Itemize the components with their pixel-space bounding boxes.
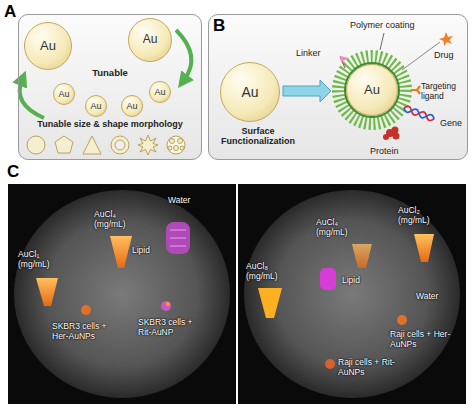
ct-body [14,190,230,398]
protein-blob [392,127,399,134]
figure-label: Targeting ligand [421,82,467,102]
particle-label: Au [126,101,137,111]
gene-helix [403,105,435,122]
lipid-sample [166,222,190,254]
gold-nanoparticle: Au [220,62,280,122]
cycle-arrow [176,30,191,80]
panel-letter: A [4,2,16,22]
gold-nanoparticle: Au [24,22,72,70]
particle-label: Au [143,33,158,47]
protein-symbol [383,127,400,141]
figure-label: Drug [434,50,454,60]
figure-label: Gene [440,118,462,128]
particle-label: Au [154,87,165,97]
figure-label: SKBR3 cells + Rit-AuNP [138,318,208,338]
figure-label: Water [168,196,190,206]
cycle-arrow [20,80,44,118]
polymer-coating [339,57,405,123]
gold-nanoparticle: Au [149,81,171,103]
figure-label: AuCl₄ (mg/mL) [316,218,360,238]
cell-sample [81,305,91,315]
figure-label: SKBR3 cells + Her-AuNPs [52,322,122,342]
figure-label: Lipid [342,276,360,286]
gene-helix [403,105,435,122]
figure-label: Polymer coating [350,20,415,30]
figure-label: AuCl₈ (mg/mL) [246,262,290,282]
figure-label: Protein [370,146,399,156]
ct-image [238,184,466,404]
panel-letter: B [213,16,225,36]
protein-blob [393,133,400,140]
gold-nanoparticle: Au [85,95,107,117]
cluster-dot [174,146,179,151]
cluster-dot [170,139,175,144]
panel-ground [18,14,202,160]
ring-hole [115,140,125,150]
linker-flag [340,56,349,62]
panel-ground [208,14,468,160]
cell-sample [166,302,170,306]
cell-sample [161,301,171,311]
figure-label: C [7,162,19,182]
ct-image [8,184,236,404]
particle-label: Au [58,89,69,99]
figure-label: Tunable [86,68,134,79]
cell-sample [397,315,407,325]
figure-label: Raji cells + Her-AuNPs [390,330,456,350]
sample-tube [414,234,434,262]
lipid-stripes [170,230,186,246]
ring-shape [111,136,129,154]
figure-label: Surface Functionalization [212,126,304,147]
figure-label: Tunable size & shape morphology [22,119,198,129]
figure-label: Lipid [132,246,150,256]
figure-label: Water [416,292,438,302]
figure-label: Linker [296,48,321,58]
sample-tube [110,236,132,268]
ligand-symbol [411,86,420,94]
ct-body [244,190,460,398]
process-arrow [283,80,331,102]
cell-sample [325,359,335,369]
gold-nanoparticle: Au [121,95,143,117]
star-shape [138,135,158,155]
gold-nanoparticle: Au [128,18,172,62]
drug-symbol [439,32,453,46]
figure-label: AuCl₁ (mg/mL) [18,250,62,270]
sample-tube [352,244,372,268]
shape-row [27,135,185,155]
cluster-shape [167,136,185,154]
figure-label: AuCl₂ (mg/mL) [398,206,442,226]
sphere-shape [27,136,45,154]
cluster-dot [168,146,172,150]
lipid-sample [320,268,336,290]
sample-tube [36,278,58,306]
cluster-dot [178,139,183,144]
particle-label: Au [90,101,101,111]
sample-tube [258,288,282,318]
triangle-shape [83,136,101,154]
figure-label: Raji cells + Rit-AuNPs [338,358,404,378]
particle-label: Au [40,39,56,54]
protein-blob [383,134,389,140]
particle-label: Au [241,84,258,100]
figure-label: AuCl₄ (mg/mL) [94,210,138,230]
particle-label: Au [364,83,380,98]
pentagon-shape [55,136,73,153]
leader-line [380,33,384,50]
coating-ring [345,63,399,117]
gold-nanoparticle: Au [53,83,75,105]
gold-nanoparticle: Au [346,64,398,116]
cluster-dot [180,146,184,150]
panel-box: AAuAuAuAuAuAu [18,14,202,160]
